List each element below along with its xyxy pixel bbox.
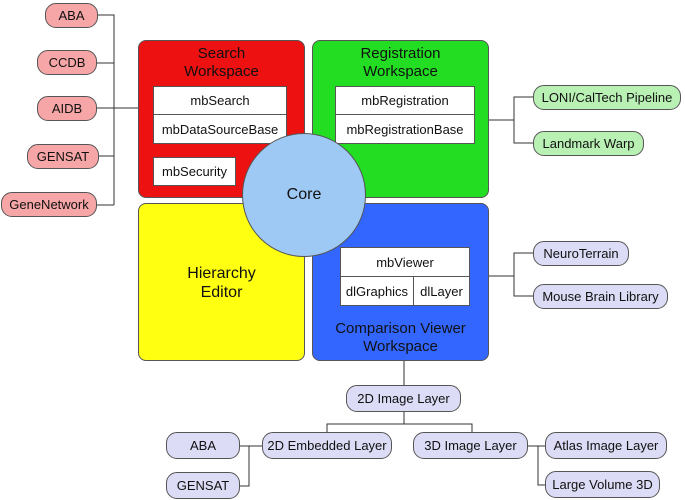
source-aidb: AIDB	[37, 96, 97, 121]
hierarchy-editor-title: Hierarchy Editor	[187, 265, 256, 301]
source-ccdb: CCDB	[37, 50, 97, 75]
source-gensat: GENSAT	[27, 144, 99, 169]
registration-workspace-title: Registration Workspace	[360, 45, 441, 80]
connector-viewer-tools	[489, 252, 533, 297]
layer-3d-image: 3D Image Layer	[413, 432, 528, 459]
connector-embedded-children	[240, 445, 262, 487]
module-mbsecurity: mbSecurity	[153, 157, 236, 186]
layer-embedded-gensat: GENSAT	[166, 472, 240, 499]
source-genenetwork: GeneNetwork	[1, 192, 97, 217]
module-mbregistration: mbRegistration	[335, 86, 475, 115]
module-mbdatasourcebase: mbDataSourceBase	[153, 114, 287, 144]
layer-atlas-image: Atlas Image Layer	[545, 432, 667, 459]
source-aba: ABA	[45, 3, 98, 28]
tool-loni-caltech-pipeline: LONI/CalTech Pipeline	[533, 85, 681, 110]
layer-embedded-aba: ABA	[166, 432, 240, 459]
layer-2d-embedded: 2D Embedded Layer	[262, 432, 392, 459]
connector-3d-children	[528, 445, 545, 486]
module-dlgraphics: dlGraphics	[340, 276, 414, 306]
comparison-workspace: mbViewer dlGraphics dlLayer Comparison V…	[312, 203, 489, 361]
module-mbviewer: mbViewer	[340, 247, 470, 277]
tool-neuroterrain: NeuroTerrain	[533, 241, 629, 266]
comparison-workspace-title: Comparison Viewer Workspace	[335, 320, 466, 355]
module-mbsearch: mbSearch	[153, 86, 287, 115]
tool-landmark-warp: Landmark Warp	[533, 131, 644, 156]
connector-registration-tools	[489, 96, 533, 144]
connector-layer-tree	[326, 361, 473, 432]
connector-data-sources	[86, 14, 138, 206]
layer-2d-image: 2D Image Layer	[346, 385, 461, 412]
module-mbregistrationbase: mbRegistrationBase	[335, 114, 475, 144]
search-workspace: Search Workspace mbSearch mbDataSourceBa…	[138, 40, 305, 198]
tool-mouse-brain-library: Mouse Brain Library	[533, 284, 668, 309]
layer-large-volume-3d: Large Volume 3D	[545, 471, 660, 498]
module-dllayer: dlLayer	[413, 276, 470, 306]
search-workspace-title: Search Workspace	[184, 45, 259, 80]
core-circle: Core	[242, 133, 366, 257]
